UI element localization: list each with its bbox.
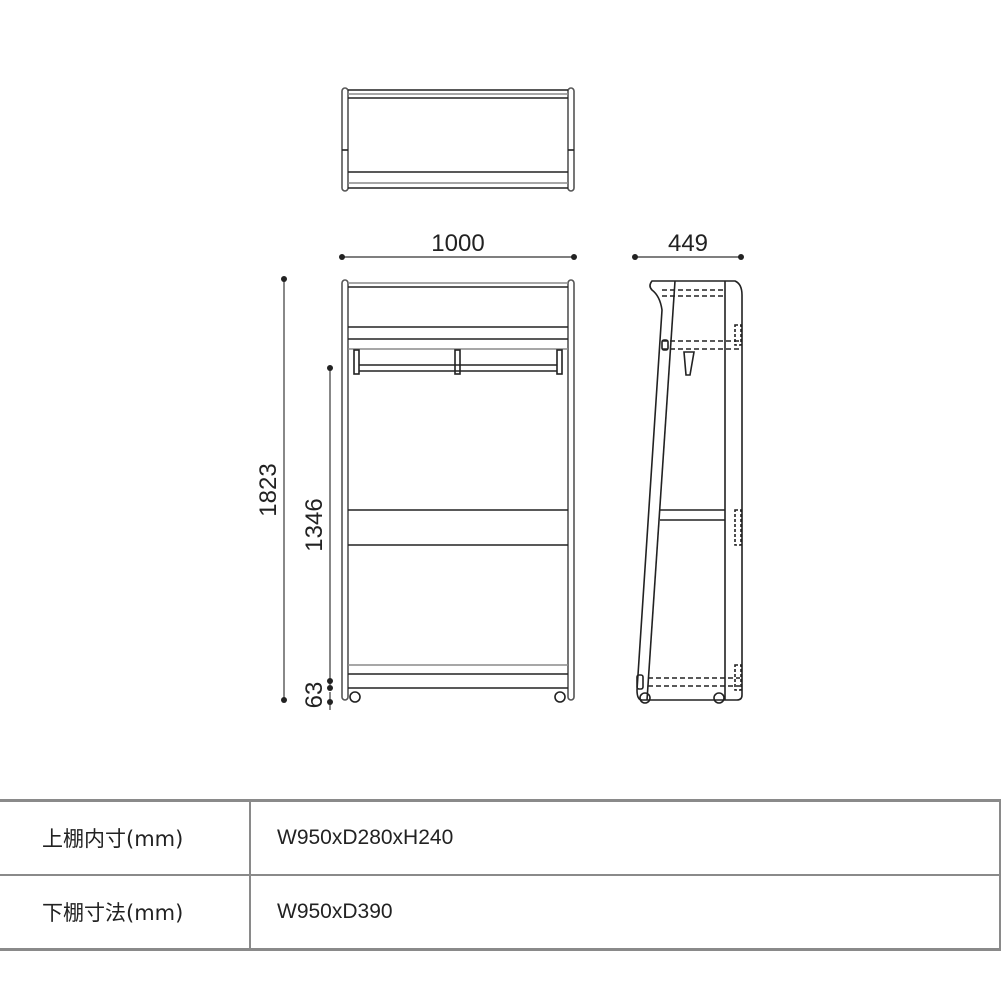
total-height-dimension-label: 1823 [255, 463, 282, 516]
side-view [636, 280, 743, 704]
product-dimension-drawing: 1000 449 1823 1346 63 [255, 87, 744, 710]
caster-height-dimension-label: 63 [301, 682, 328, 709]
dimension-lines [283, 256, 741, 710]
lower-height-dimension-label: 1346 [301, 498, 328, 551]
upper-shelf-inner-size-value: W950xD280xH240 [249, 799, 1001, 876]
spec-table: 上棚内寸(mm) W950xD280xH240 下棚寸法(mm) W950xD3… [0, 799, 1001, 951]
width-dimension-label: 1000 [431, 230, 484, 257]
lower-shelf-size-label: 下棚寸法(mm) [0, 874, 251, 951]
front-view [341, 279, 575, 703]
table-row: 上棚内寸(mm) W950xD280xH240 [0, 799, 1001, 876]
depth-dimension-label: 449 [668, 230, 708, 257]
upper-shelf-inner-size-label: 上棚内寸(mm) [0, 799, 251, 876]
top-view [341, 87, 575, 192]
table-row: 下棚寸法(mm) W950xD390 [0, 874, 1001, 951]
lower-shelf-size-value: W950xD390 [249, 874, 1001, 951]
